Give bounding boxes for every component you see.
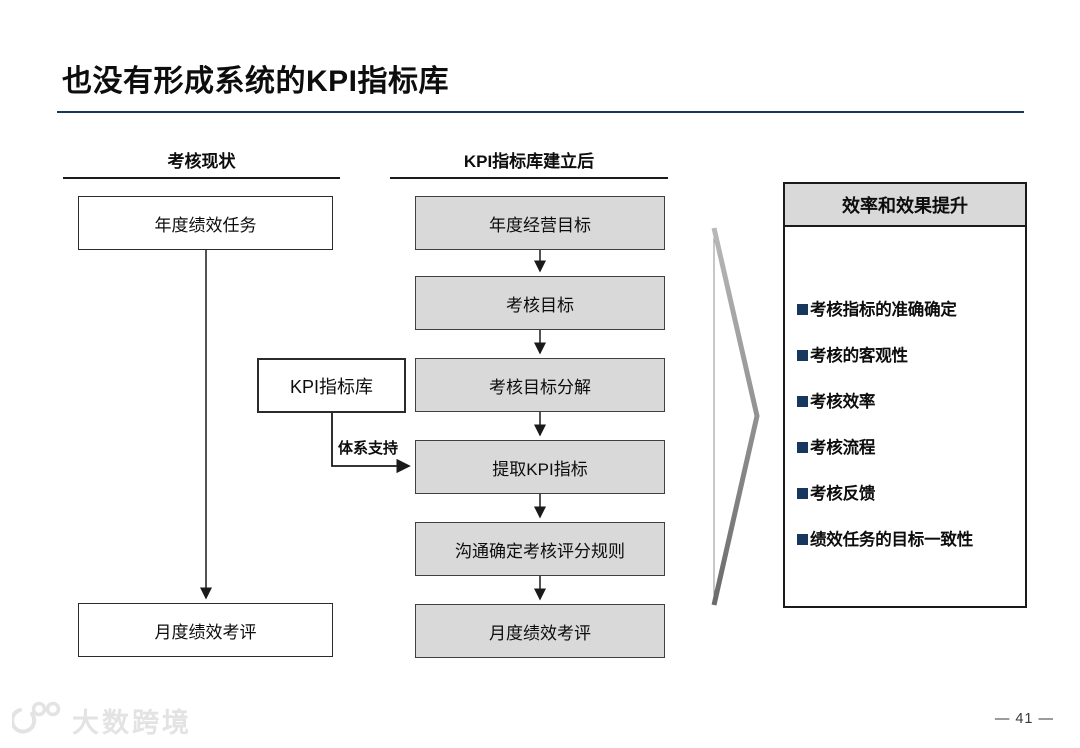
column-header-underline-kpi	[390, 177, 668, 179]
flow-box-label: 沟通确定考核评分规则	[455, 541, 625, 561]
column-header-current-state: 考核现状	[167, 152, 236, 171]
watermark-text: 大数跨境	[72, 707, 192, 738]
flow-box-step-6: 月度绩效考评	[415, 604, 665, 658]
benefit-text: 绩效任务的目标一致性	[810, 531, 974, 549]
benefits-panel: 效率和效果提升 考核指标的准确确定 考核的客观性 考核效率 考核流程 考核反馈	[783, 182, 1027, 608]
page-number: — 41 —	[994, 711, 1054, 727]
page-title: 也没有形成系统的KPI指标库	[62, 65, 450, 98]
square-bullet-icon	[797, 304, 808, 315]
benefit-text: 考核指标的准确确定	[810, 301, 957, 319]
square-bullet-icon	[797, 350, 808, 361]
square-bullet-icon	[797, 534, 808, 545]
flow-box-label: 考核目标分解	[489, 377, 591, 397]
benefits-panel-header: 效率和效果提升	[785, 184, 1025, 227]
watermark: 大数跨境	[12, 700, 192, 740]
list-item: 考核指标的准确确定	[797, 300, 1015, 320]
square-bullet-icon	[797, 396, 808, 407]
flow-box-label: 年度经营目标	[489, 215, 591, 235]
flow-box-label: 月度绩效考评	[154, 622, 257, 642]
flow-box-step-5: 沟通确定考核评分规则	[415, 522, 665, 576]
flow-box-annual-performance-task: 年度绩效任务	[78, 196, 333, 250]
benefit-text: 考核反馈	[810, 485, 876, 503]
square-bullet-icon	[797, 442, 808, 453]
benefits-list: 考核指标的准确确定 考核的客观性 考核效率 考核流程 考核反馈 绩效任务的目标一…	[785, 227, 1025, 550]
flow-box-monthly-review-current: 月度绩效考评	[78, 603, 333, 657]
flow-box-step-2: 考核目标	[415, 276, 665, 330]
title-underline	[57, 111, 1024, 113]
list-item: 考核流程	[797, 438, 1015, 458]
kpi-library-box: KPI指标库	[257, 358, 406, 413]
list-item: 考核的客观性	[797, 346, 1015, 366]
benefit-text: 考核的客观性	[810, 347, 908, 365]
column-header-underline-current	[63, 177, 340, 179]
kpi-library-label: KPI指标库	[289, 376, 373, 397]
connector-label-system-support: 体系支持	[338, 440, 399, 457]
flow-box-label: 考核目标	[506, 295, 574, 315]
square-bullet-icon	[797, 488, 808, 499]
list-item: 考核效率	[797, 392, 1015, 412]
flow-box-step-4: 提取KPI指标	[415, 440, 665, 494]
chevron-transition-icon	[711, 227, 760, 606]
flow-box-step-3: 考核目标分解	[415, 358, 665, 412]
flow-box-label: 提取KPI指标	[492, 459, 588, 479]
flow-box-label: 月度绩效考评	[489, 623, 591, 643]
list-item: 考核反馈	[797, 484, 1015, 504]
list-item: 绩效任务的目标一致性	[797, 530, 1015, 550]
watermark-logo-icon	[12, 700, 64, 740]
flow-box-step-1: 年度经营目标	[415, 196, 665, 250]
benefit-text: 考核效率	[810, 393, 876, 411]
benefit-text: 考核流程	[810, 439, 876, 457]
column-header-kpi-library: KPI指标库建立后	[463, 152, 595, 171]
flow-box-label: 年度绩效任务	[154, 215, 257, 235]
